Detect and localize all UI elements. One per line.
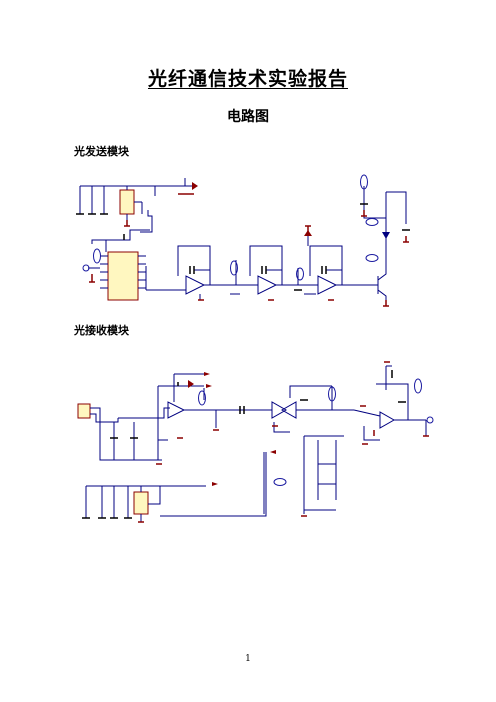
receiver-schematic bbox=[77, 361, 434, 523]
section-heading-receiver: 光接收模块 bbox=[74, 324, 129, 337]
transmitter-schematic bbox=[76, 174, 410, 307]
document-subtitle: 电路图 bbox=[227, 109, 269, 125]
section-heading-transmitter: 光发送模块 bbox=[74, 145, 129, 158]
document-title-text: 光纤通信技术实验报告 bbox=[147, 68, 348, 90]
document-title: 光纤通信技术实验报告 bbox=[0, 64, 496, 91]
page-number: 1 bbox=[245, 654, 251, 664]
